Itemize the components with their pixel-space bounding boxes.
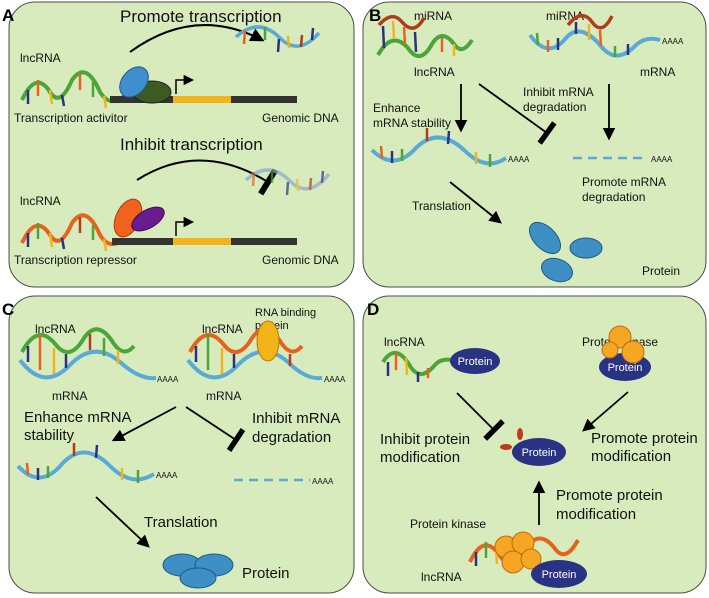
- lncrna-label-d-bottom: lncRNA: [421, 570, 462, 584]
- protein-cluster-c: [162, 553, 234, 589]
- inhibit-transcription-label: Inhibit transcription: [120, 135, 263, 154]
- panel-d-letter: D: [367, 300, 379, 319]
- protein-chip-d-right-label: Protein: [608, 362, 643, 374]
- polya-tail-c-top-left: AAAA: [157, 375, 179, 384]
- polya-tail-b-mid: AAAA: [508, 155, 530, 164]
- promote-label-d-bottom-2: modification: [556, 506, 636, 523]
- enhance-label-c-2: stability: [24, 427, 75, 444]
- transcription-activitor-label: Transcription activitor: [14, 111, 128, 125]
- translation-label-c: Translation: [144, 514, 218, 531]
- panel-a-background: [8, 1, 355, 288]
- protein-label-b: Protein: [642, 264, 680, 278]
- arrow-to-enhance-c: [111, 406, 177, 442]
- inhibit-degradation-bar: [478, 83, 557, 145]
- protein-chip-d-bottom: [531, 560, 587, 588]
- promote-label-d-right-2: modification: [591, 448, 671, 465]
- panel-a-letter: A: [2, 6, 14, 25]
- enhance-label-b-2: mRNA stability: [373, 116, 451, 130]
- mirna-lncrna-duplex: [376, 15, 474, 58]
- lncrna-green-d: [381, 351, 453, 382]
- panel-c-letter: C: [2, 300, 14, 319]
- protein-cluster-b: [528, 221, 603, 283]
- genomic-dna-top: [110, 74, 297, 103]
- lncrna-label-d-top: lncRNA: [384, 335, 425, 349]
- lncrna-label-b: lncRNA: [414, 65, 455, 79]
- rbp-label-c-1: RNA binding: [255, 307, 316, 319]
- inhibit-label-b-2: degradation: [523, 100, 586, 114]
- genomic-dna-label-top: Genomic DNA: [262, 111, 339, 125]
- mrna-label-c-left: mRNA: [52, 389, 87, 403]
- lncrna-green-a: [20, 70, 126, 109]
- target-protein-d-label: Protein: [522, 447, 557, 459]
- lncrna-orange-a: [20, 213, 126, 252]
- mirna-mrna-duplex: [528, 14, 661, 58]
- mirna-label-left: miRNA: [414, 9, 452, 23]
- mrna-label-b: mRNA: [640, 65, 675, 79]
- modification-marks: [500, 428, 523, 450]
- inhibit-bar-d: [456, 392, 505, 441]
- mrna-product-top: [234, 25, 321, 53]
- transcription-repressor-label: Transcription repressor: [14, 253, 137, 267]
- target-protein-d: [512, 438, 566, 466]
- translation-arrow-b: [449, 181, 502, 224]
- promote-arrow-d-right: [582, 391, 629, 432]
- enhance-label-b-1: Enhance: [373, 101, 421, 115]
- lncrna-label-a-bottom: lncRNA: [20, 194, 61, 208]
- polya-tail-b-dash: AAAA: [651, 155, 673, 164]
- stable-mrna-b: [370, 128, 508, 167]
- activator-protein-blue: [119, 66, 149, 98]
- polya-tail-c-mid: AAAA: [156, 471, 178, 480]
- mrna-label-c-right: mRNA: [206, 389, 241, 403]
- protein-kinase-label-d-bottom: Protein kinase: [410, 517, 486, 531]
- promote-transcription-arrow: [129, 24, 265, 53]
- protein-label-c: Protein: [242, 565, 290, 582]
- panel-b-background: [362, 1, 707, 288]
- panel-b-letter: B: [369, 6, 381, 25]
- promote-degradation-label-b-1: Promote mRNA: [582, 175, 666, 189]
- translation-arrow-c: [95, 496, 150, 548]
- promote-transcription-label: Promote transcription: [120, 7, 282, 26]
- rna-binding-protein: [256, 320, 280, 362]
- inhibit-bar-c: [185, 406, 246, 453]
- inhibit-label-c-1: Inhibit mRNA: [252, 410, 340, 427]
- enhance-label-c-1: Enhance mRNA: [24, 409, 132, 426]
- kinase-cluster-d-bottom: [494, 531, 542, 574]
- stable-mrna-c: [16, 443, 156, 483]
- kinase-cluster-d-top: [601, 325, 645, 364]
- protein-chip-d-left: [450, 348, 500, 374]
- translation-label-b: Translation: [412, 199, 471, 213]
- polya-tail-b-top: AAAA: [662, 37, 684, 46]
- polya-tail-c-top-right: AAAA: [324, 375, 346, 384]
- promote-label-d-bottom-1: Promote protein: [556, 487, 663, 504]
- repressor-protein-purple: [131, 206, 165, 232]
- panel-c-background: [8, 295, 355, 594]
- lncrna-label-c-left: lncRNA: [35, 322, 76, 336]
- protein-chip-d-left-label: Protein: [458, 356, 493, 368]
- polya-tail-c-dash: AAAA: [312, 477, 334, 486]
- protein-chip-d-bottom-label: Protein: [542, 569, 577, 581]
- inhibit-label-d-2: modification: [380, 449, 460, 466]
- panel-b: B miRNA miRNA: [362, 1, 707, 288]
- promote-degradation-label-b-2: degradation: [582, 190, 645, 204]
- inhibit-label-c-2: degradation: [252, 429, 331, 446]
- genomic-dna-bottom: [112, 216, 297, 245]
- promote-label-d-right-1: Promote protein: [591, 430, 698, 447]
- lncrna-mrna-duplex-c-left: [18, 327, 157, 381]
- panel-a: A Promote transcription lncRNA: [2, 1, 355, 288]
- inhibit-label-b-1: Inhibit mRNA: [523, 85, 594, 99]
- panel-c: C lncRNA lncRNA RNA binding protein AAAA: [2, 295, 355, 594]
- mrna-product-bottom: [244, 168, 331, 196]
- lncrna-label-a-top: lncRNA: [20, 51, 61, 65]
- genomic-dna-label-bottom: Genomic DNA: [262, 253, 339, 267]
- panel-d: D lncRNA Protein kinase Protein Protein: [362, 295, 707, 594]
- lncrna-label-c-right: lncRNA: [202, 322, 243, 336]
- inhibit-label-d-1: Inhibit protein: [380, 431, 470, 448]
- lncrna-mrna-duplex-c-right: [186, 320, 323, 381]
